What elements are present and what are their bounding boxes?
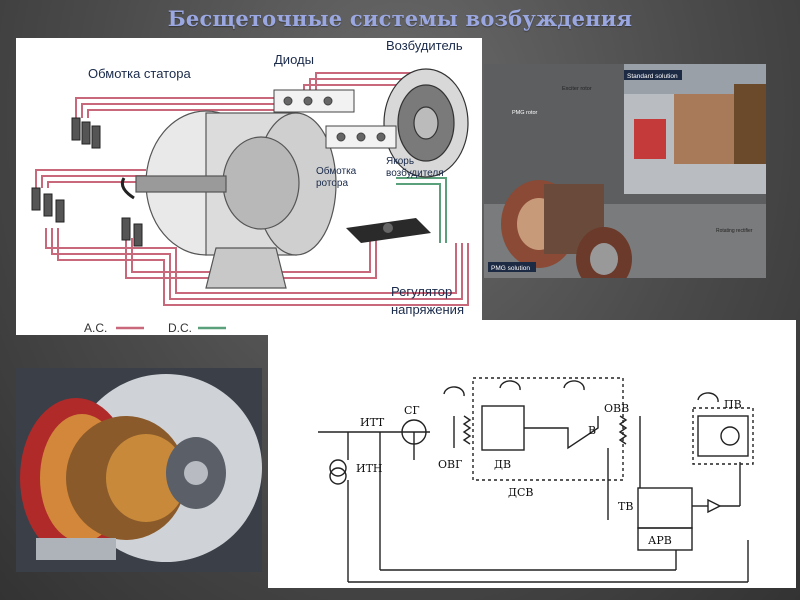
label-standard-solution: Standard solution — [627, 73, 678, 80]
label-itn: ИТН — [356, 462, 383, 475]
label-dsv: ДСВ — [508, 486, 533, 499]
legend-ac: A.C. — [84, 321, 107, 335]
label-v: В — [588, 424, 596, 437]
schematic-lines — [318, 377, 754, 583]
badge-standard-solution — [624, 70, 682, 80]
exciter-drum — [383, 68, 469, 178]
label-pmg-rotor: PMG rotor — [512, 110, 538, 116]
brushless-excitation-diagram: Обмотка статора Диоды Возбудитель Обмотк… — [16, 38, 482, 335]
legend-dc: D.C. — [168, 321, 192, 335]
label-arv: АРВ — [648, 534, 672, 547]
label-pv: ПВ — [724, 398, 742, 411]
label-rotor-winding-1: Обмотка — [316, 165, 357, 177]
label-dv: ДВ — [494, 458, 511, 471]
label-ovg: ОВГ — [438, 458, 462, 471]
regulator-module — [346, 218, 431, 243]
label-exciter: Возбудитель — [386, 38, 463, 53]
slide-title: Бесщеточные системы возбуждения — [167, 6, 633, 31]
label-pmg-solution: PMG solution — [491, 265, 530, 272]
terminal-plugs — [31, 117, 143, 247]
badge-pmg-solution — [488, 262, 536, 272]
label-exciter-armature-2: возбудителя — [386, 167, 444, 179]
pmg-photo: Standard solution Exciter rotor PMG roto… — [484, 64, 766, 278]
label-sg: СГ — [404, 404, 420, 417]
label-rotating-rectifier: Rotating rectifier — [716, 228, 753, 234]
label-regulator-2: напряжения — [391, 302, 464, 317]
label-tv: ТВ — [618, 500, 633, 513]
generator-body — [120, 110, 337, 289]
label-exciter-rotor: Exciter rotor — [562, 86, 592, 92]
label-itt: ИТТ — [360, 416, 385, 429]
excitation-schematic: ИТТ СГ ОВВ ПВ ИТН ОВГ ДВ В ДСВ ТВ АРВ — [268, 320, 796, 588]
ac-wiring — [35, 72, 469, 306]
label-diodes: Диоды — [274, 52, 314, 67]
label-ovv: ОВВ — [604, 402, 629, 415]
generator-cutaway-image — [16, 368, 262, 572]
label-exciter-armature-1: Якорь — [386, 156, 414, 167]
label-rotor-winding-2: ротора — [316, 178, 348, 189]
rotation-arrows — [443, 380, 719, 403]
dc-wiring — [396, 177, 447, 243]
label-stator-winding: Обмотка статора — [88, 66, 191, 81]
label-regulator-1: Регулятор — [391, 284, 452, 299]
diode-bridge — [273, 89, 397, 149]
